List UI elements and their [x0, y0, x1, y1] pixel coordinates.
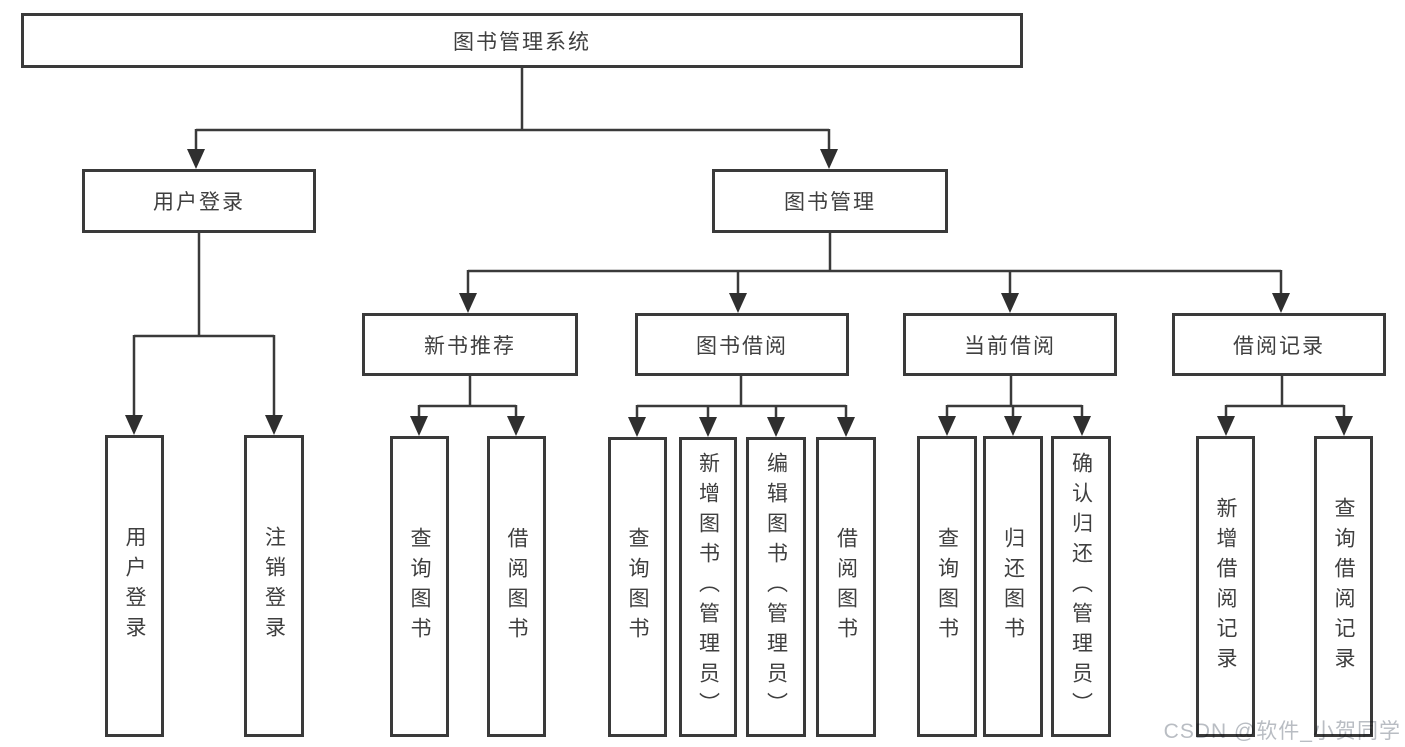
node-book-management: 图书管理	[712, 169, 948, 233]
leaf-query-borrow-record: 查询借阅记录	[1314, 436, 1373, 737]
leaf-label: 归还图书	[1001, 526, 1025, 647]
leaf-label: 查询图书	[626, 527, 649, 647]
leaf-label: 查询图书	[935, 526, 959, 647]
node-borrow-records: 借阅记录	[1172, 313, 1386, 376]
leaf-label: 新增图书（管理员）	[696, 452, 720, 722]
node-current-borrow: 当前借阅	[903, 313, 1117, 376]
leaf-confirm-return-admin: 确认归还（管理员）	[1051, 436, 1111, 737]
leaf-logout: 注销登录	[244, 435, 304, 737]
leaf-label: 查询借阅记录	[1332, 496, 1355, 677]
node-new-book-recommend: 新书推荐	[362, 313, 578, 376]
leaf-label: 查询图书	[408, 526, 431, 647]
leaf-add-borrow-record: 新增借阅记录	[1196, 436, 1255, 737]
leaf-edit-books-admin: 编辑图书（管理员）	[746, 437, 806, 737]
leaf-label: 编辑图书（管理员）	[764, 452, 788, 722]
node-library-management-system: 图书管理系统	[21, 13, 1023, 68]
leaf-query-books-current: 查询图书	[917, 436, 977, 737]
leaf-label: 用户登录	[123, 526, 146, 646]
leaf-borrow-books: 借阅图书	[816, 437, 876, 737]
node-book-borrow: 图书借阅	[635, 313, 849, 376]
leaf-label: 借阅图书	[834, 527, 858, 647]
leaf-label: 确认归还（管理员）	[1069, 451, 1093, 722]
leaf-query-books-borrow: 查询图书	[608, 437, 667, 737]
leaf-add-books-admin: 新增图书（管理员）	[679, 437, 737, 737]
leaf-label: 新增借阅记录	[1214, 496, 1237, 677]
leaf-query-books-recommend: 查询图书	[390, 436, 449, 737]
csdn-watermark: CSDN @软件_小贺同学	[1163, 720, 1401, 743]
leaf-return-books: 归还图书	[983, 436, 1043, 737]
leaf-label: 借阅图书	[505, 526, 528, 647]
leaf-borrow-books-recommend: 借阅图书	[487, 436, 546, 737]
arrowheads	[125, 149, 1353, 437]
leaf-user-login: 用户登录	[105, 435, 164, 737]
node-user-login: 用户登录	[82, 169, 316, 233]
leaf-label: 注销登录	[262, 526, 286, 646]
